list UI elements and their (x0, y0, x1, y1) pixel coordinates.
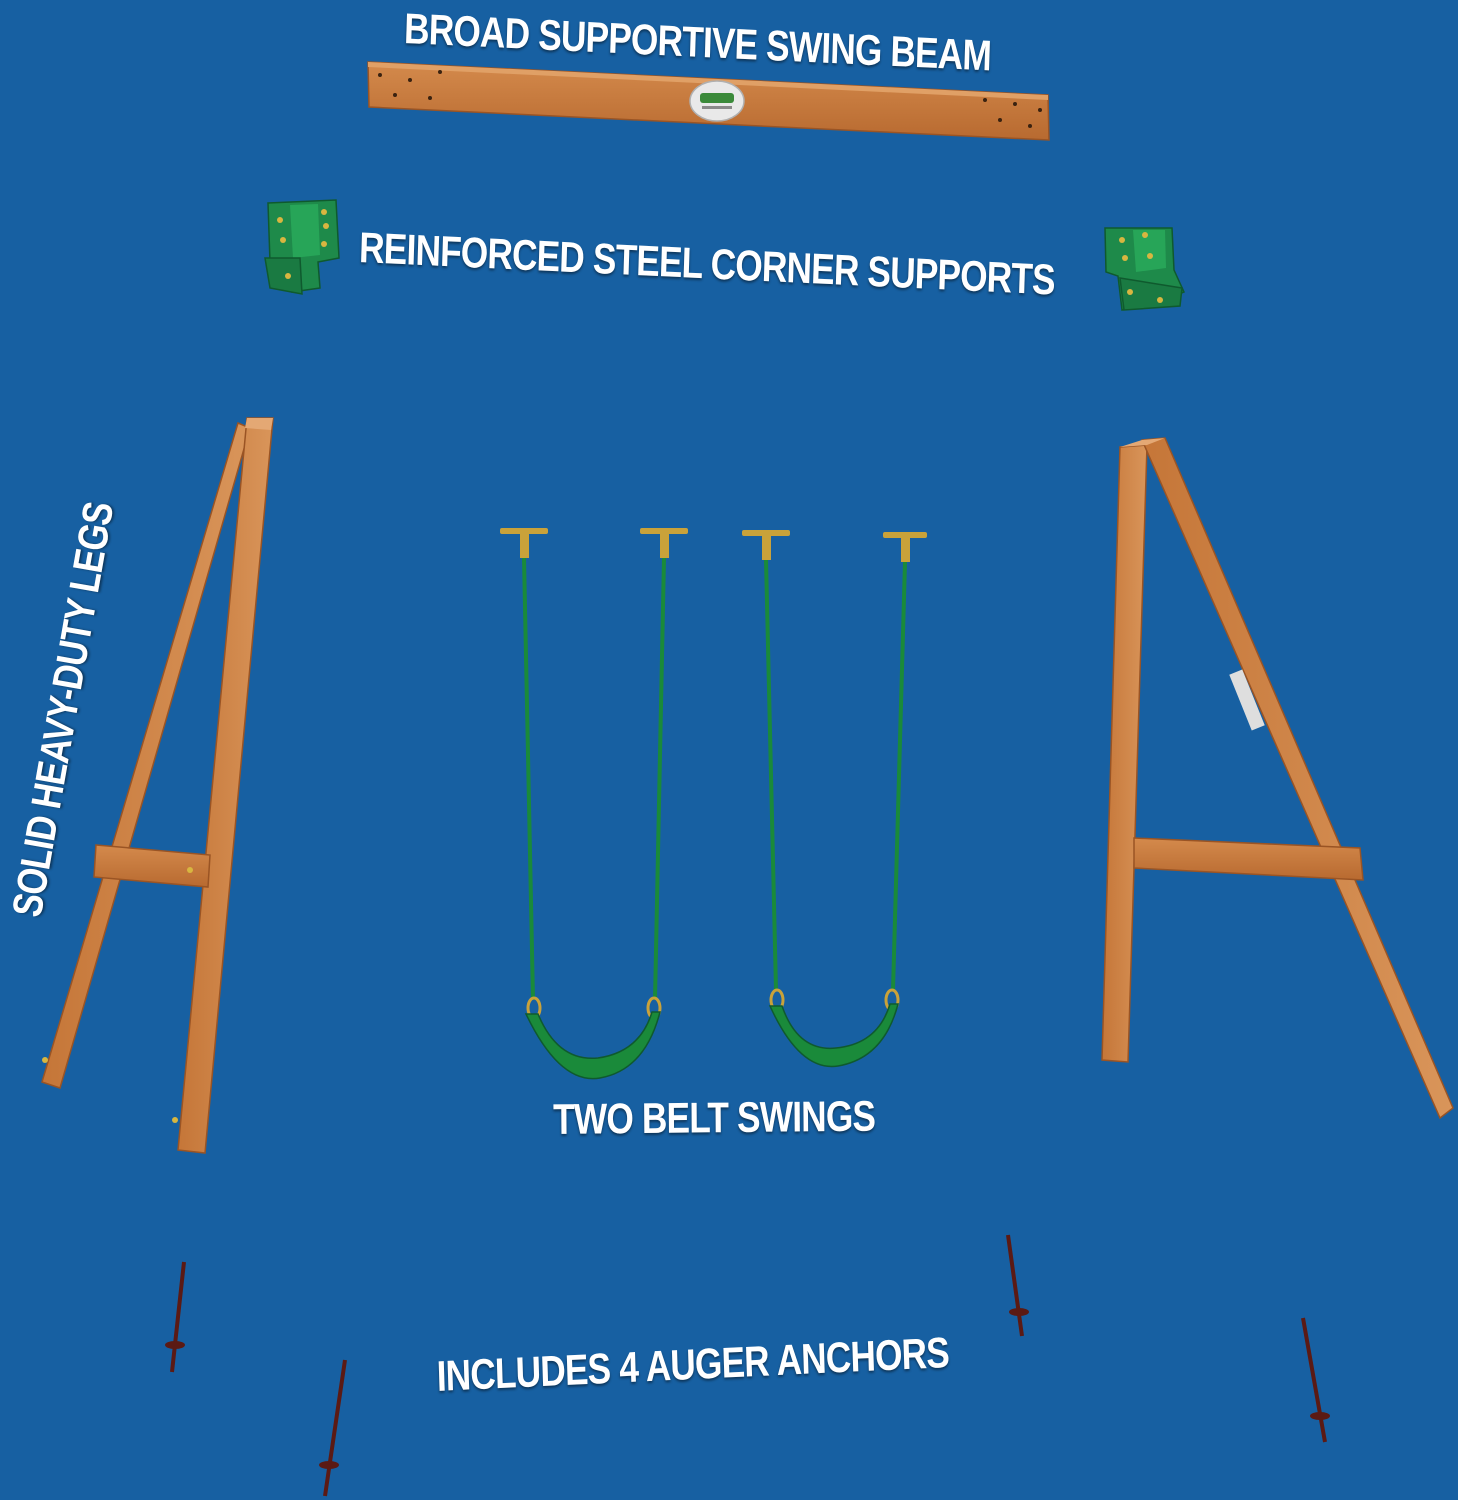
belt-swing-icon (500, 528, 688, 1080)
steel-corner-bracket-icon (264, 199, 340, 295)
left-leg-assembly (41, 417, 274, 1154)
swings-label: TWO BELT SWINGS (553, 1092, 876, 1144)
right-leg-assembly (1101, 437, 1454, 1120)
swing-beam (367, 61, 1050, 141)
auger-anchor-icon (1301, 1317, 1330, 1443)
auger-anchor-icon (165, 1261, 186, 1373)
auger-anchor-icon (319, 1359, 347, 1497)
auger-anchor-icon (1006, 1234, 1029, 1337)
belt-swing-icon (742, 530, 927, 1068)
steel-corner-bracket-icon (1104, 227, 1186, 311)
backyard-discovery-logo-icon (689, 80, 745, 122)
